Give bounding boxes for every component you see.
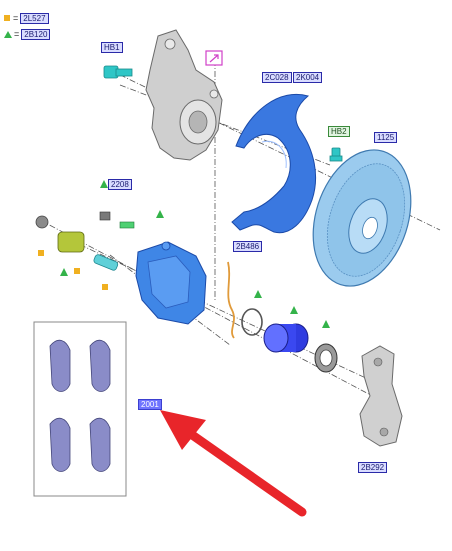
green-triangle-markers [60,180,330,328]
shield-bolt [329,147,343,162]
dust-shield [231,94,317,234]
legend-equals: = [14,29,20,39]
caliper-bracket [359,345,403,447]
hub-bolt [103,65,133,79]
legend-item-orange: = 2L527 [4,12,49,24]
brake-disc [312,149,412,287]
arrow-pointer-icon [205,50,223,66]
label-sensor: 2B486 [233,241,263,252]
brake-caliper [135,241,207,325]
label-bracket: 2B292 [358,462,388,473]
label-shield-2: 2K004 [293,72,323,83]
label-disc: 1125 [374,132,398,143]
label-hb2: HB2 [328,126,350,137]
label-shield: 2C028 [262,72,292,83]
orange-square-markers [38,250,108,290]
wear-sensor [227,261,235,339]
legend-equals: = [13,13,19,23]
label-bolt-kit: 2208 [108,179,132,190]
legend-item-green: = 2B120 [4,28,51,40]
legend-code: 2B120 [21,28,51,40]
label-pads: 2001 [138,399,162,410]
orange-square-icon [4,15,10,21]
green-triangle-icon [4,30,12,38]
caliper-guide-parts [35,211,135,271]
label-hb1: HB1 [101,42,123,53]
brake-pads-box [33,321,127,497]
piston-kit [241,308,338,373]
steering-knuckle [145,29,223,161]
brake-pads [49,339,111,472]
legend-code: 2L527 [20,12,49,24]
red-arrow [160,410,307,517]
piston [263,323,309,353]
